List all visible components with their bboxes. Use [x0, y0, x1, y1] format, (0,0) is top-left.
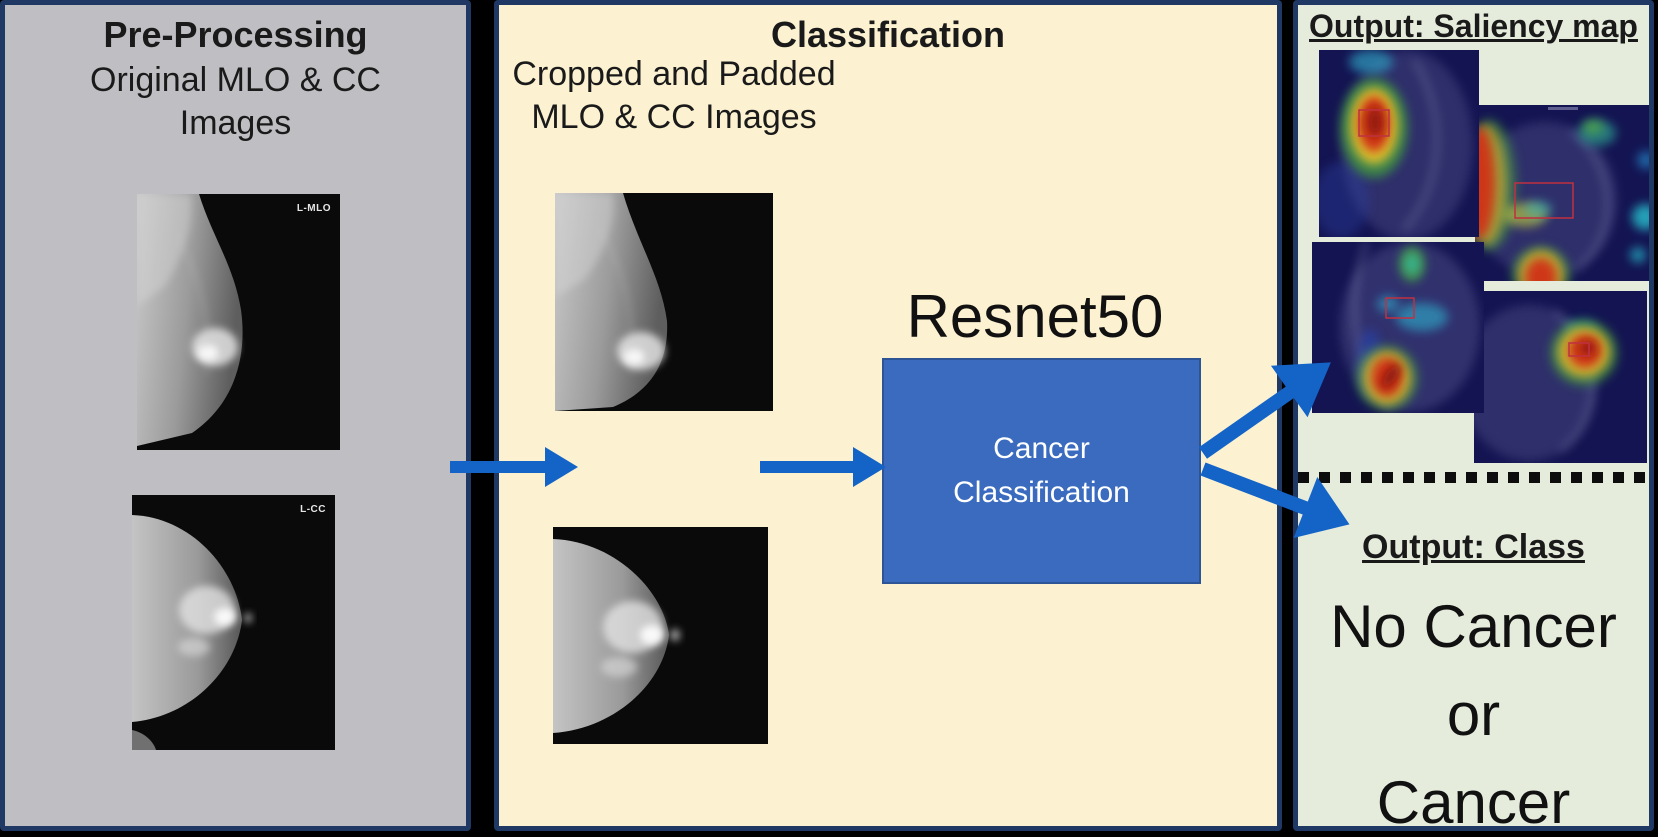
- roi-box: [1358, 109, 1390, 137]
- pre-processing-subtitle: Original MLO & CC Images: [90, 61, 381, 142]
- cropped-mlo-graphic: [555, 193, 773, 411]
- saliency-map-mlo-1: [1319, 50, 1479, 237]
- class-option-or: or: [1446, 681, 1501, 748]
- roi-box: [1514, 182, 1574, 219]
- model-name: Resnet50: [906, 283, 1164, 350]
- roi-box: [1568, 342, 1590, 357]
- original-mlo-image: L-MLO: [137, 194, 340, 450]
- cc-mammogram-graphic: [132, 495, 335, 750]
- mlo-mammogram-graphic: [137, 194, 340, 450]
- class-option-no-cancer: No Cancer: [1330, 593, 1617, 660]
- saliency-map-mlo-2: [1312, 242, 1484, 413]
- class-options: No Cancer or Cancer: [1298, 583, 1649, 837]
- classification-title: Classification: [770, 14, 1006, 55]
- roi-box: [1385, 297, 1415, 319]
- mlo-image-label: L-MLO: [296, 203, 331, 214]
- classification-subtitle: Cropped and Padded MLO & CC Images: [512, 55, 836, 136]
- class-option-cancer: Cancer: [1376, 769, 1571, 836]
- cropped-cc-image: [553, 527, 768, 744]
- box-label-line2: Classification: [953, 476, 1130, 509]
- cc-image-label: L-CC: [300, 504, 326, 515]
- cropped-cc-graphic: [553, 527, 768, 744]
- pre-processing-title: Pre-Processing: [103, 14, 368, 55]
- panel-pre-processing: Pre-Processing Original MLO & CC Images: [0, 0, 471, 831]
- class-output-title: Output: Class: [1362, 528, 1585, 566]
- box-label-line1: Cancer: [993, 432, 1090, 465]
- panel-classification: Classification Cropped and Padded MLO & …: [494, 0, 1282, 831]
- saliency-map-cc-2: [1474, 291, 1647, 463]
- dashed-divider: [1298, 472, 1649, 483]
- cropped-mlo-image: [555, 193, 773, 411]
- cancer-classification-box: Cancer Classification: [882, 358, 1201, 584]
- original-cc-image: L-CC: [132, 495, 335, 750]
- panel-output: Output: Saliency map: [1293, 0, 1654, 836]
- saliency-output-title: Output: Saliency map: [1309, 8, 1638, 44]
- saliency-map-cc-1: [1475, 105, 1649, 281]
